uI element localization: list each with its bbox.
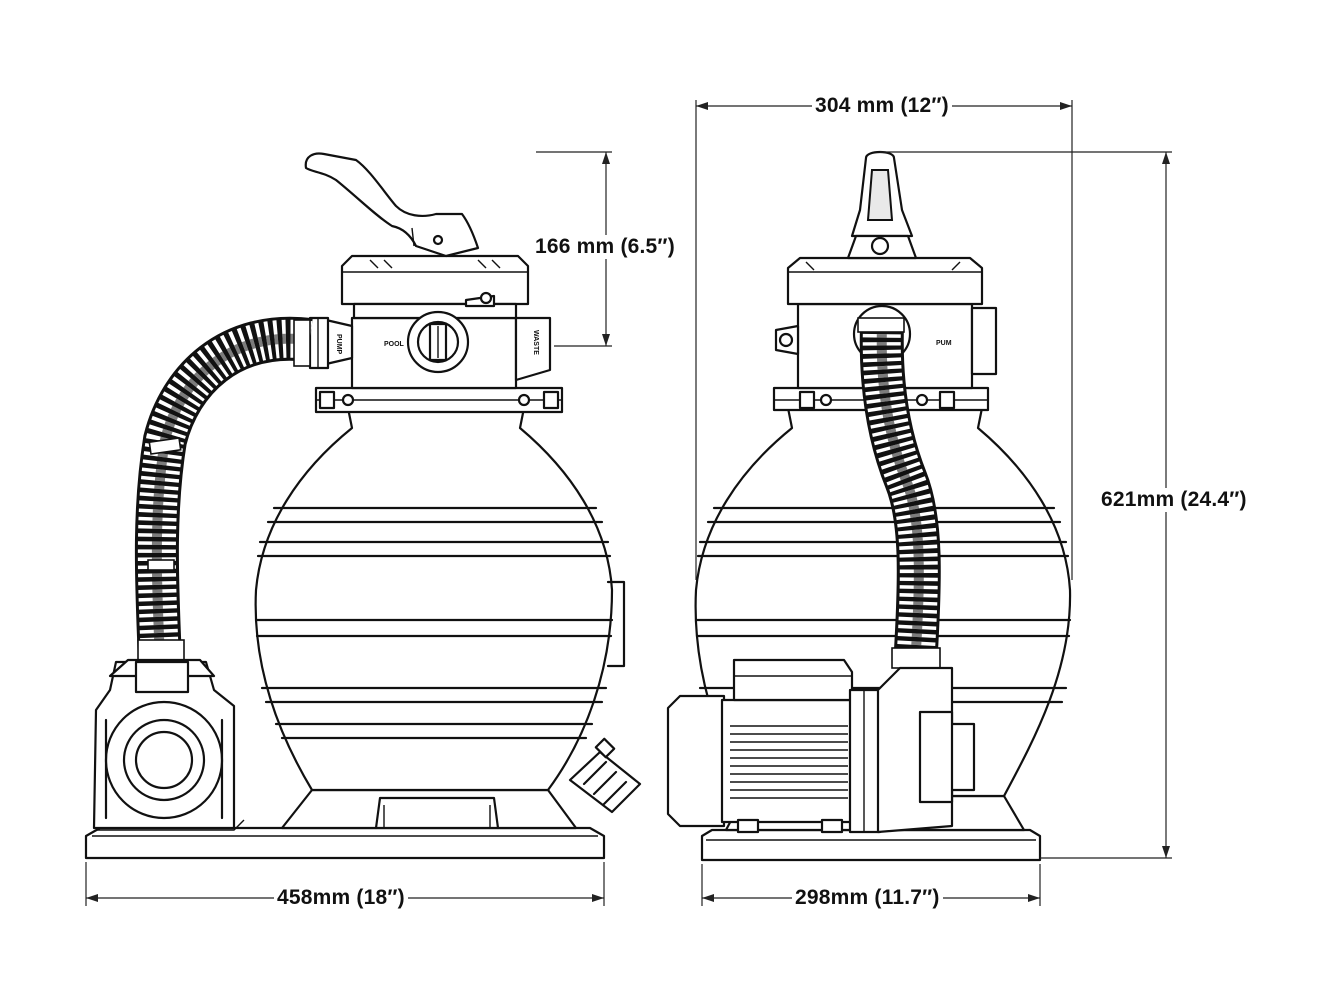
side-pump-port: PUMP (308, 316, 354, 370)
front-valve-handle (846, 150, 918, 260)
side-pump (92, 658, 245, 831)
front-valve-cap (786, 256, 984, 306)
side-valve-handle (304, 152, 480, 258)
front-base-plate (700, 828, 1042, 862)
front-hose (857, 317, 941, 669)
waste-port-label: WASTE (532, 330, 539, 355)
side-hose (134, 316, 313, 665)
front-pump (666, 658, 976, 834)
side-base-plate (84, 826, 606, 860)
side-waste-port: WASTE (514, 316, 552, 382)
side-pool-port: POOL (384, 310, 470, 374)
side-tank-ribs (254, 506, 614, 740)
dim-base-width-front: 298mm (11.7″) (792, 886, 943, 910)
pump-port-label: PUMP (335, 334, 342, 355)
dim-base-width-side: 458mm (18″) (274, 886, 408, 910)
dim-valve-height: 166 mm (6.5″) (532, 235, 678, 259)
side-tank-body (254, 406, 614, 792)
side-clamp-bolts (318, 390, 560, 410)
side-drain-plug (568, 737, 642, 814)
svg-text:PUM: PUM (936, 340, 952, 347)
dim-total-height: 621mm (24.4″) (1098, 488, 1250, 512)
side-valve-cap (340, 254, 530, 306)
side-view: POOL PUMP WASTE (84, 152, 642, 860)
pool-port-label: POOL (384, 341, 405, 348)
side-tank-foot (280, 788, 578, 830)
dim-top-width: 304 mm (12″) (812, 94, 952, 118)
front-view: PUM (666, 150, 1072, 862)
